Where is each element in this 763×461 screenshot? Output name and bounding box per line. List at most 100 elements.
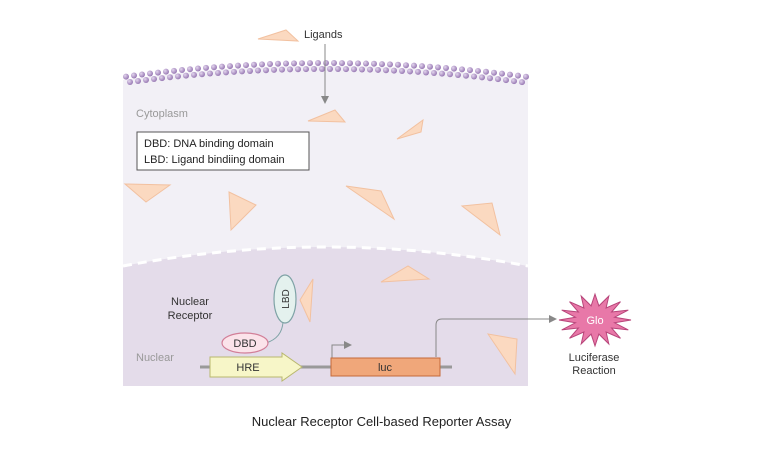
membrane-bead — [239, 68, 245, 75]
membrane-bead — [343, 66, 349, 73]
ligands-label: Ligands — [304, 29, 343, 41]
membrane-bead — [219, 63, 225, 70]
membrane-bead — [391, 67, 397, 74]
expression-arrow — [435, 315, 557, 357]
membrane-bead — [427, 63, 433, 70]
membrane-bead — [395, 61, 401, 68]
membrane-bead — [491, 69, 497, 76]
legend-box — [136, 131, 310, 171]
membrane-bead — [327, 66, 333, 73]
membrane-bead — [447, 71, 453, 78]
cytoplasm-label: Cytoplasm — [136, 108, 188, 120]
membrane-bead — [435, 64, 441, 71]
receptor-hinge — [265, 321, 284, 344]
membrane-bead — [331, 60, 337, 67]
ligand-triangle — [307, 109, 347, 123]
ligand-triangle — [486, 333, 518, 376]
membrane-bead — [227, 63, 233, 70]
membrane-bead — [407, 68, 413, 75]
membrane-bead — [439, 70, 445, 77]
membrane-bead — [471, 73, 477, 80]
membrane-bead — [279, 66, 285, 73]
ligand-triangle — [380, 265, 431, 283]
membrane-bead — [175, 73, 181, 80]
lbd-domain — [273, 274, 297, 324]
membrane-bead — [131, 72, 137, 79]
cell-membrane — [123, 60, 529, 86]
membrane-bead — [507, 71, 513, 78]
membrane-bead — [171, 67, 177, 74]
membrane-bead — [503, 77, 509, 84]
figure-caption: Nuclear Receptor Cell-based Reporter Ass… — [251, 414, 512, 429]
membrane-bead — [483, 68, 489, 75]
membrane-bead — [199, 71, 205, 78]
membrane-bead — [207, 70, 213, 77]
membrane-bead — [499, 70, 505, 77]
membrane-bead — [359, 66, 365, 73]
legend-dbd-text: DBD: DNA binding domain — [144, 138, 274, 150]
membrane-bead — [271, 66, 277, 73]
membrane-bead — [283, 60, 289, 67]
membrane-bead — [467, 67, 473, 74]
membrane-bead — [123, 73, 129, 80]
membrane-bead — [235, 62, 241, 69]
membrane-bead — [183, 72, 189, 79]
membrane-bead — [275, 60, 281, 67]
membrane-bead — [479, 74, 485, 81]
membrane-bead — [311, 66, 317, 73]
membrane-bead — [387, 61, 393, 68]
membrane-bead — [215, 69, 221, 76]
membrane-bead — [367, 66, 373, 73]
membrane-bead — [259, 61, 265, 68]
nuclear-envelope — [122, 245, 529, 268]
lbd-label: LBD — [281, 289, 292, 308]
membrane-bead — [455, 71, 461, 78]
membrane-bead — [371, 60, 377, 67]
membrane-bead — [167, 74, 173, 81]
nucleus-region — [123, 247, 528, 386]
membrane-bead — [251, 61, 257, 68]
membrane-bead — [519, 79, 525, 86]
membrane-bead — [375, 66, 381, 73]
membrane-bead — [383, 67, 389, 74]
membrane-bead — [151, 76, 157, 83]
membrane-bead — [155, 69, 161, 76]
membrane-bead — [263, 67, 269, 74]
membrane-bead — [363, 60, 369, 67]
nuclear-receptor-label-line2: Receptor — [168, 310, 213, 322]
glo-starburst — [558, 292, 632, 348]
membrane-bead — [231, 68, 237, 75]
membrane-bead — [163, 68, 169, 75]
membrane-bead — [511, 78, 517, 85]
luc-label: luc — [378, 362, 393, 374]
membrane-bead — [351, 66, 357, 73]
membrane-bead — [399, 67, 405, 74]
membrane-bead — [159, 75, 165, 82]
membrane-bead — [411, 62, 417, 69]
membrane-bead — [463, 72, 469, 79]
membrane-bead — [459, 66, 465, 73]
promoter-arrow — [331, 341, 352, 358]
membrane-bead — [347, 60, 353, 67]
membrane-bead — [379, 61, 385, 68]
dbd-domain — [221, 332, 269, 354]
ligand-triangle — [460, 202, 501, 237]
ligand-triangle — [123, 183, 172, 203]
membrane-bead — [135, 78, 141, 85]
membrane-bead — [419, 63, 425, 70]
legend-lbd-text: LBD: Ligand bindiing domain — [144, 154, 285, 166]
membrane-bead — [223, 69, 229, 76]
luciferase-label-line1: Luciferase — [569, 352, 620, 364]
ligand-triangle — [257, 29, 300, 42]
membrane-bead — [307, 60, 313, 67]
hre-label: HRE — [236, 362, 259, 374]
membrane-bead — [267, 61, 273, 68]
nuclear-receptor-label-line1: Nuclear — [171, 296, 209, 308]
membrane-bead — [243, 62, 249, 69]
membrane-bead — [187, 66, 193, 73]
dbd-label: DBD — [233, 338, 256, 350]
membrane-bead — [415, 68, 421, 75]
membrane-bead — [295, 66, 301, 73]
ligand-triangle — [299, 278, 314, 323]
membrane-bead — [355, 60, 361, 67]
